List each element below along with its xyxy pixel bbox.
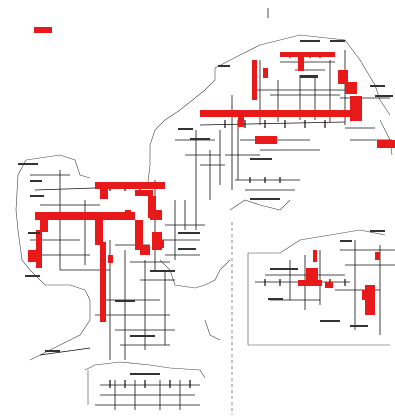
map-annotations — [18, 40, 393, 375]
red-segment-main-upper — [200, 110, 350, 117]
red-segment-mid — [95, 182, 165, 189]
red-segment-spine — [100, 242, 106, 322]
red-segment-top — [280, 52, 335, 57]
legend-swatch — [34, 27, 52, 33]
highlighted-segments — [28, 52, 395, 322]
red-segment-left — [35, 212, 135, 220]
base-network — [30, 50, 395, 410]
